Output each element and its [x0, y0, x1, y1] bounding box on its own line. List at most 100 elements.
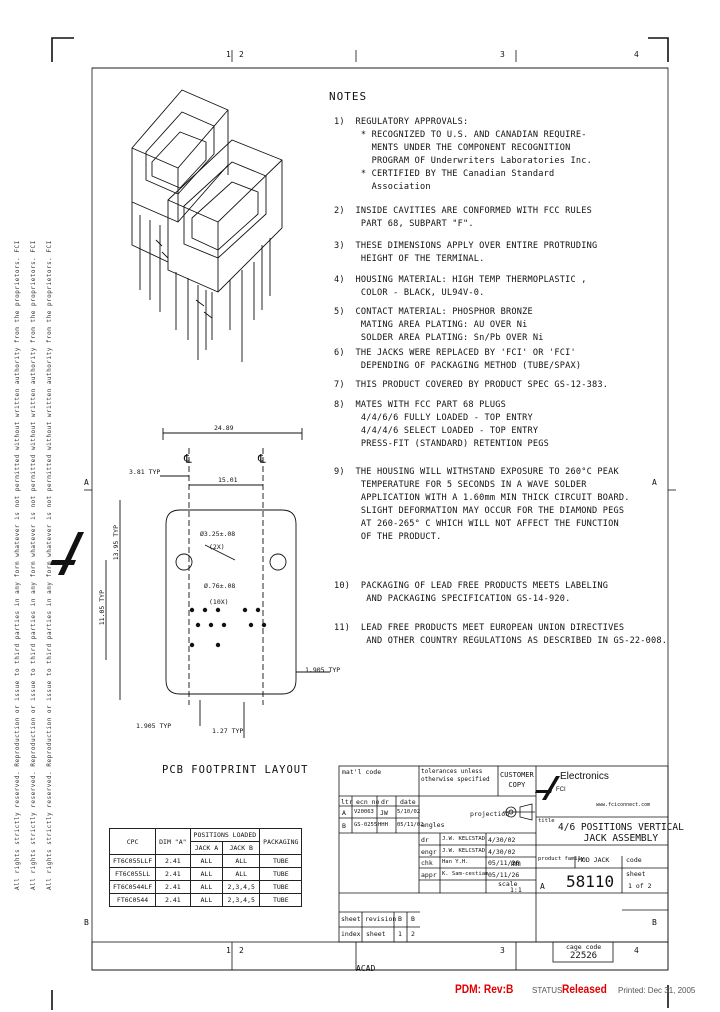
scale-label: scale [498, 880, 518, 888]
zone-top-2: 2 [239, 50, 244, 59]
rev-header-ecn: ecn no [356, 798, 380, 806]
index-row-sheet: sheet [366, 930, 386, 938]
company-url: www.fciconnect.com [596, 802, 651, 808]
zone-bottom-1: 1 [226, 946, 231, 955]
sheet-row-rev-2: B [411, 915, 415, 923]
centerline-1: ℄ [184, 452, 192, 466]
centerline-2: ℄ [258, 452, 266, 466]
note-5: 5) CONTACT MATERIAL: PHOSPHOR BRONZE MAT… [334, 307, 544, 343]
rev-b-dr: HHH [378, 822, 388, 828]
title-label: title [538, 818, 555, 824]
hole-large-dim: Ø3.25±.08 [200, 530, 236, 538]
note-7: 7) THIS PRODUCT COVERED BY PRODUCT SPEC … [334, 380, 609, 390]
cell-jack-a: ALL [189, 854, 224, 868]
zone-bottom-3: 3 [500, 946, 505, 955]
printed-date: Printed: Dec 31, 2005 [618, 986, 696, 995]
cell-cpc: FT6C055LLF [108, 854, 157, 868]
cage-code-label: cage code [566, 943, 602, 951]
cell-dim: 2.41 [155, 854, 191, 868]
matl-code-label: mat'l code [342, 768, 382, 776]
cell-jack-a: ALL [189, 893, 224, 907]
signer-appr-date: 05/11/26 [488, 871, 520, 879]
signer-dr-name: J.W. KELCSTAD [442, 836, 486, 842]
table-header-row: CPC DIM "A" POSITIONS LOADED PACKAGING [108, 828, 303, 855]
notes-title: NOTES [329, 90, 368, 103]
rev-a-ecn: V20063 [354, 809, 374, 815]
index-row-label: index [341, 930, 361, 938]
cage-code-value: 22526 [570, 951, 598, 961]
sheet-label: sheet [626, 870, 646, 878]
note-3: 3) THESE DIMENSIONS APPLY OVER ENTIRE PR… [334, 241, 598, 264]
hole-small-dim: Ø.76±.08 [204, 582, 236, 590]
cell-dim: 2.41 [155, 880, 191, 894]
note-10: 10) PACKAGING OF LEAD FREE PRODUCTS MEET… [334, 581, 609, 604]
drawing-number: 58110 [566, 872, 615, 891]
note-4: 4) HOUSING MATERIAL: HIGH TEMP THERMOPLA… [334, 275, 587, 298]
projection-label: projection [470, 810, 510, 818]
zone-top-1: 1 [226, 50, 231, 59]
rev-b-ecn: GS-0255 [354, 822, 378, 828]
subheader-jack-a: JACK A [189, 841, 224, 855]
dim-jack-pitch: 15.01 [218, 476, 238, 484]
header-cpc: CPC [108, 828, 157, 855]
dim-side-typ: 1.905 TYP [305, 666, 341, 674]
dim-overall-width: 24.89 [214, 424, 234, 432]
cell-packaging: TUBE [259, 854, 303, 868]
note-8: 8) MATES WITH FCC PART 68 PLUGS 4/4/6/6 … [334, 400, 549, 449]
rev-b-date: 05/11/02 [397, 822, 424, 828]
company-name: Electronics [560, 771, 609, 782]
signer-engr-date: 4/30/02 [488, 848, 516, 856]
signer-engr-name: J.W. KELCSTAD [442, 848, 486, 854]
acad-label: ACAD [356, 964, 376, 973]
signer-dr-date: 4/30/02 [488, 836, 516, 844]
rev-header-dr: dr [381, 798, 389, 806]
status-label: STATUS: [532, 986, 565, 995]
cell-packaging: TUBE [259, 880, 303, 894]
cell-jack-a: ALL [189, 867, 224, 881]
hole-small-qty: (10X) [209, 598, 229, 606]
cell-dim: 2.41 [155, 867, 191, 881]
rev-header-ltr: ltr [341, 798, 353, 806]
tolerances-label: tolerances unless otherwise specified [421, 768, 490, 783]
scale-value: 1:1 [510, 886, 522, 894]
header-dim-a: DIM "A" [155, 828, 191, 855]
zone-bottom-2: 2 [239, 946, 244, 955]
signer-appr-name: K. Sam-cestiam [442, 871, 489, 877]
cell-cpc: FT6C055LL [108, 867, 157, 881]
footprint-title: PCB FOOTPRINT LAYOUT [162, 764, 309, 776]
cell-cpc: FT6C0544 [108, 893, 157, 907]
company-sub: FCI [556, 787, 566, 793]
copyright-side-text: All rights strictly reserved. Reproducti… [14, 90, 74, 910]
note-11: 11) LEAD FREE PRODUCTS MEET EUROPEAN UNI… [334, 623, 668, 646]
sheet-row-label: sheet [341, 915, 361, 923]
code-label: code [626, 856, 642, 864]
table-row: FT6C055LLF 2.41 ALL ALL TUBE [108, 854, 303, 868]
angles-label: angles [421, 821, 445, 829]
product-family-label: product family [538, 856, 585, 862]
copyright-line-3: All rights strictly reserved. Reproducti… [46, 240, 53, 890]
signer-dr-role: dr [421, 836, 429, 844]
cell-jack-b: ALL [222, 854, 261, 868]
cell-jack-b: 2,3,4,5 [222, 880, 261, 894]
copyright-line-1: All rights strictly reserved. Reproducti… [14, 240, 21, 890]
zone-right-a: A [652, 478, 657, 487]
sheet-row-revision: revision [365, 915, 397, 923]
note-9: 9) THE HOUSING WILL WITHSTAND EXPOSURE T… [334, 467, 630, 542]
cell-packaging: TUBE [259, 867, 303, 881]
dim-vertical-1: 13.95 TYP [112, 525, 120, 561]
table-row: FT6C0544 2.41 ALL 2,3,4,5 TUBE [108, 893, 303, 907]
signer-chk-date: 05/11/26 [488, 859, 520, 867]
signer-chk-role: chk [421, 859, 433, 867]
zone-top-3: 3 [500, 50, 505, 59]
note-2: 2) INSIDE CAVITIES ARE CONFORMED WITH FC… [334, 206, 592, 229]
copyright-line-2: All rights strictly reserved. Reproducti… [30, 240, 37, 890]
rev-b-ltr: B [342, 822, 346, 830]
rev-a-ltr: A [342, 809, 346, 817]
table-row: FT6C0544LF 2.41 ALL 2,3,4,5 TUBE [108, 880, 303, 894]
sheet-value: 1 of 2 [628, 882, 652, 890]
product-family-value: MOD JACK [578, 856, 610, 864]
drawing-title: 4/6 POSITIONS VERTICAL JACK ASSEMBLY [558, 822, 684, 844]
zone-left-a: A [84, 478, 89, 487]
rev-header-date: date [400, 798, 416, 806]
note-6: 6) THE JACKS WERE REPLACED BY 'FCI' OR '… [334, 348, 582, 371]
